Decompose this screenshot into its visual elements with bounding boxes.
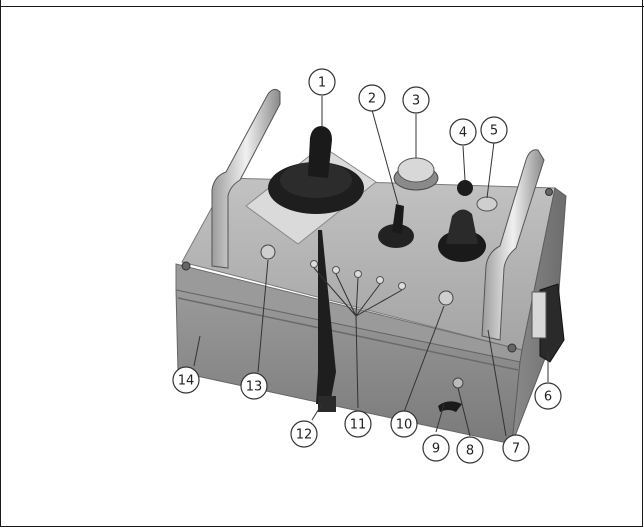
antenna [316,230,336,404]
callout-circle [240,372,268,400]
callout-label: 9 [432,442,440,457]
leader-line-4 [462,145,466,181]
callout-circle [502,434,530,462]
led-indicator [332,266,340,274]
leader-line-11e [355,289,403,317]
callout-5: 5 [480,116,508,144]
toggle-switch-lever [392,204,404,234]
callout-label: 10 [396,418,413,433]
callout-circle [449,118,477,146]
callout-1: 1 [308,68,336,96]
callout-9: 9 [422,434,450,462]
small-knob [457,180,473,196]
led-indicator [310,260,318,268]
callout-circle [358,84,386,112]
callout-6: 6 [534,382,562,410]
callout-circle [308,68,336,96]
leader-line-5 [486,141,495,199]
joystick-boot-ring [280,162,352,198]
leader-line-7 [487,329,507,437]
leader-line-13 [257,259,269,373]
callout-label: 6 [544,390,552,405]
leader-line-11d [355,283,381,317]
leader-lines [193,96,549,437]
callout-label: 2 [368,92,376,107]
left-handle [211,88,281,269]
cable-gland [452,377,464,389]
callout-12: 12 [290,420,318,448]
connector-clip [531,291,547,339]
callout-label: 8 [466,444,474,459]
leader-line-10 [403,305,445,413]
callout-circle [456,436,484,464]
callout-label: 12 [296,428,313,443]
callout-11: 11 [344,410,372,438]
callout-circle [290,420,318,448]
callout-label: 11 [350,418,367,433]
right-push-button [438,290,454,306]
callout-3: 3 [402,86,430,114]
led-indicator [398,282,406,290]
callout-8: 8 [456,436,484,464]
leader-line-11 [355,315,359,409]
led-indicator [354,270,362,278]
right-handle [481,149,545,341]
callout-label: 5 [490,124,498,139]
callout-10: 10 [390,410,418,438]
callout-13: 13 [240,372,268,400]
callout-label: 13 [246,380,263,395]
box-seam [177,297,519,371]
callout-circle [390,410,418,438]
screw-icon [507,343,517,353]
callout-label: 14 [178,374,195,389]
leader-line-8 [457,387,471,437]
callout-4: 4 [449,118,477,146]
callout-circle [422,434,450,462]
left-push-button [260,244,276,260]
toggle-switch-base [378,224,414,248]
screw-icon [545,188,553,196]
indicator-light [476,196,498,212]
callout-circle [172,366,200,394]
callout-14: 14 [172,366,200,394]
callout-2: 2 [358,84,386,112]
callout-label: 1 [318,76,326,91]
led-indicator [376,276,384,284]
top-rule [0,6,644,7]
leader-line-11c [355,277,359,317]
leader-line-12 [311,403,323,421]
leader-line-11b [335,273,357,317]
callout-circle [534,382,562,410]
callout-label: 3 [412,94,420,109]
callout-label: 4 [459,126,467,141]
joystick-lever [308,126,332,178]
leader-line-9 [435,403,445,433]
screw-icon [181,261,191,271]
leader-line-14 [193,335,201,367]
antenna-base [318,396,336,412]
mushroom-button [397,157,435,183]
right-joystick-boot [446,209,478,244]
callout-circle [480,116,508,144]
leader-line-2 [371,109,399,205]
callout-label: 7 [512,442,520,457]
callout-circle [402,86,430,114]
leader-line-11a [313,267,357,317]
callout-7: 7 [502,434,530,462]
callout-circle [344,410,372,438]
